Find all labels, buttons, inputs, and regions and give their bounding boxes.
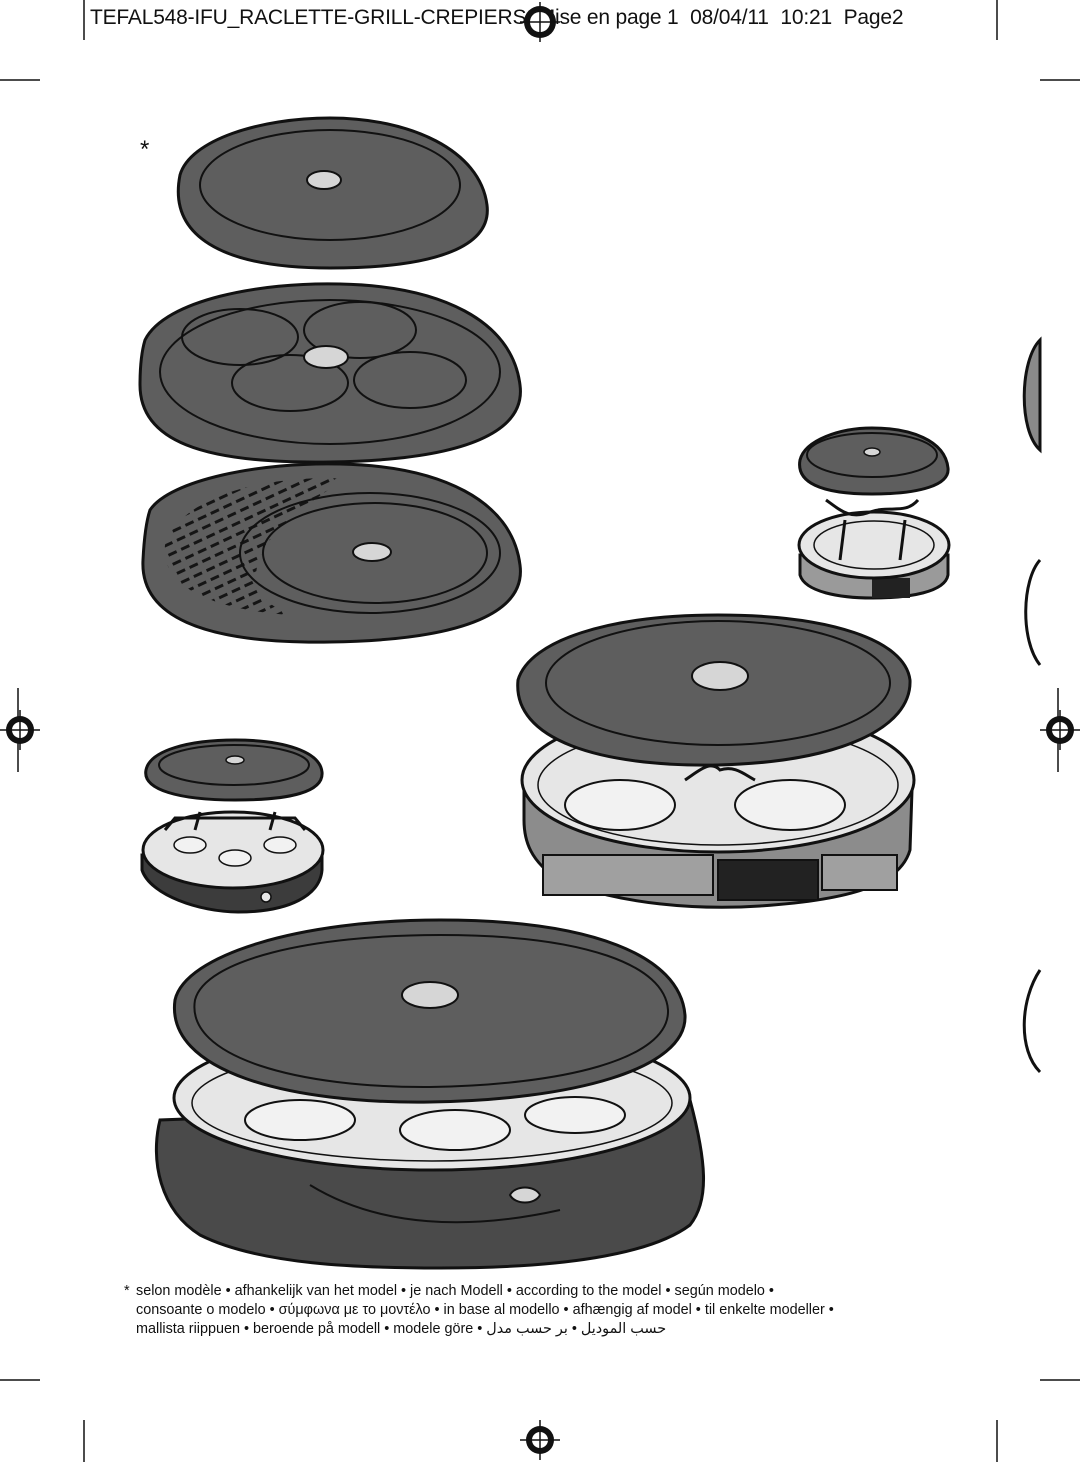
cropped-neighbor-art [1022, 336, 1042, 1074]
footnote-line-1: selon modèle • afhankelijk van het model… [136, 1283, 774, 1299]
slug-page: Page2 [843, 6, 904, 29]
footnote-line-3: mallista riippuen • beroende på modell •… [136, 1321, 667, 1337]
registration-mark-icon [0, 710, 40, 750]
slug-time: 10:21 [780, 6, 832, 29]
crepe-plate [138, 282, 522, 464]
small-raclette-right [797, 426, 951, 600]
lid-plate-top [176, 116, 489, 270]
footnote-line-2: consoante o modelo • σύμφωνα με το μοντέ… [136, 1302, 834, 1318]
model-footnote: * selon modèle • afhankelijk van het mod… [124, 1282, 984, 1339]
optional-asterisk: * [140, 136, 150, 163]
slug-date: 08/04/11 [690, 6, 769, 29]
raclette-crepe-large [516, 613, 916, 909]
registration-mark-icon [520, 2, 560, 42]
raclette-grill-large [154, 918, 705, 1270]
registration-mark-icon [1040, 710, 1080, 750]
registration-mark-icon [520, 1420, 560, 1460]
footnote-marker: * [124, 1283, 130, 1299]
grill-plate [141, 462, 522, 644]
small-raclette-left [140, 738, 325, 914]
